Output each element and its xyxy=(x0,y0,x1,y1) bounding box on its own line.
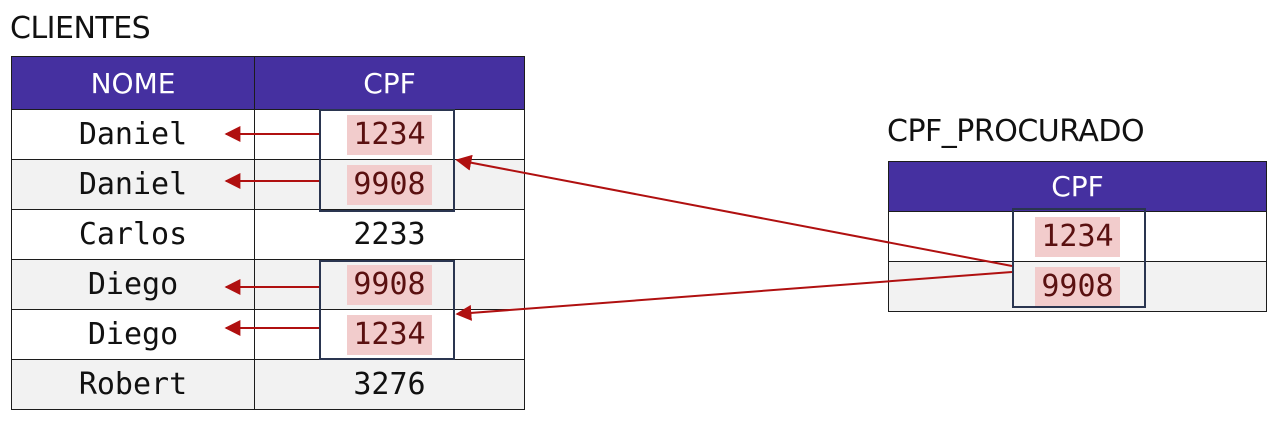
table-row: Diego 9908 xyxy=(11,259,525,310)
cell-cpf-value: 1234 xyxy=(1035,216,1120,257)
match-group-outline xyxy=(319,109,455,212)
cell-cpf: 1234 xyxy=(254,309,525,360)
cell-cpf-value: 1234 xyxy=(347,114,432,155)
cell-cpf-value: 9908 xyxy=(347,264,432,305)
cell-nome: Diego xyxy=(11,259,255,310)
column-header-cpf: CPF xyxy=(254,56,525,110)
match-group-outline xyxy=(319,260,455,360)
cell-cpf: 3276 xyxy=(254,359,525,410)
cell-nome: Daniel xyxy=(11,109,255,160)
cell-cpf: 1234 xyxy=(888,211,1267,262)
column-header-cpf: CPF xyxy=(888,161,1267,212)
table-row: 1234 xyxy=(888,211,1267,262)
table-row: Carlos 2233 xyxy=(11,209,525,260)
cell-cpf-value: 9908 xyxy=(347,164,432,205)
cell-cpf-value: 1234 xyxy=(347,314,432,355)
cell-cpf-value: 9908 xyxy=(1035,266,1120,307)
search-values-outline xyxy=(1012,208,1146,308)
cell-cpf: 9908 xyxy=(254,159,525,210)
cell-cpf: 9908 xyxy=(888,261,1267,312)
cell-nome: Daniel xyxy=(11,159,255,210)
match-arrow xyxy=(455,271,1013,321)
column-header-nome: NOME xyxy=(11,56,255,110)
clientes-table-title: CLIENTES xyxy=(10,11,151,46)
cell-cpf: 9908 xyxy=(254,259,525,310)
match-arrow xyxy=(455,154,1013,267)
table-row: Robert 3276 xyxy=(11,359,525,410)
table-row: 9908 xyxy=(888,261,1267,312)
cell-nome: Robert xyxy=(11,359,255,410)
cpf-procurado-table-title: CPF_PROCURADO xyxy=(887,114,1145,149)
cpf-procurado-table: CPF 1234 9908 xyxy=(888,161,1267,312)
table-row: Daniel 9908 xyxy=(11,159,525,210)
cell-cpf: 2233 xyxy=(254,209,525,260)
